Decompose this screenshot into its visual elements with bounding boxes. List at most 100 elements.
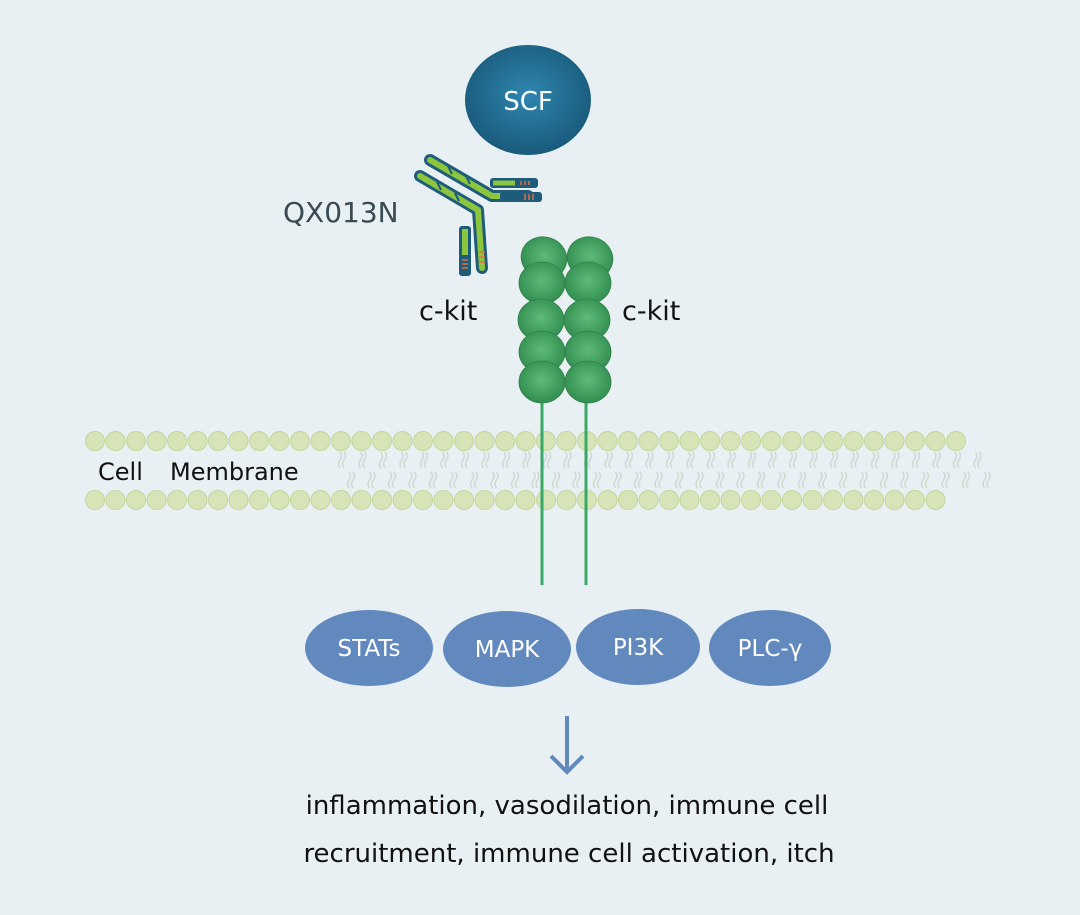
scf-label: SCF [503,87,553,117]
signaling-node-pi3k: PI3K [576,609,700,685]
lipid-head [392,490,413,510]
c-kit-left-chain [517,236,568,404]
lipid-head [761,431,782,451]
lipid-head [290,490,310,510]
signaling-node-mapk: MAPK [443,611,571,687]
lipid-tail [706,451,725,489]
lipid-tail [563,451,581,489]
lipid-head [741,431,761,451]
lipid-head [331,490,351,510]
cell-membrane [85,431,991,510]
lipid-tail [911,451,930,489]
lipid-tail [850,451,868,489]
lipid-head [843,431,864,451]
lipid-head [167,490,187,510]
lipid-head [864,490,884,510]
lipid-head [761,490,782,510]
lipid-head [392,431,413,451]
lipid-tail [973,451,991,489]
lipid-head [351,490,372,510]
lipid-head [864,431,884,451]
lipid-tail [952,451,971,489]
node-label: PLC-γ [738,636,803,662]
lipid-tail [686,451,704,489]
receptor-domain [564,261,612,305]
lipid-tail [932,451,950,489]
lipid-head [187,431,208,451]
lipid-head [269,431,290,451]
lipid-tail [788,451,807,489]
lipid-tail [481,451,499,489]
lipid-head [905,490,925,510]
receptor-domain [518,261,566,305]
c-kit-label-right: c-kit [622,296,680,327]
lipid-head [495,490,515,510]
lipid-head [618,490,638,510]
membrane-label-cell: Cell [98,458,143,486]
lipid-head [495,431,515,451]
c-kit-label-left: c-kit [419,296,477,327]
lipid-head [536,431,556,451]
lipid-head [905,431,925,451]
node-label: STATs [337,636,400,662]
receptor-domain [564,360,612,404]
lipid-head [515,431,536,451]
signaling-node-stats: STATs [305,610,433,686]
lipid-head [310,490,331,510]
lipid-head [679,490,700,510]
lipid-head [433,431,454,451]
lipid-head [638,431,659,451]
lipid-tail [747,451,766,489]
lipid-head [249,431,269,451]
lipid-head [228,431,249,451]
lipid-head [126,431,146,451]
lipid-head [310,431,331,451]
lipid-head [187,490,208,510]
lipid-head [413,490,433,510]
lipid-head [802,431,823,451]
lipid-tail [460,451,479,489]
lipid-tail [378,451,397,489]
lipid-tail [624,451,643,489]
outcome-line-1: inflammation, vasodilation, immune cell [306,791,829,821]
lipid-head [331,431,351,451]
lipid-head [802,490,823,510]
signaling-node-plc: PLC-γ [709,610,831,686]
lipid-head [228,490,249,510]
lipid-tail [337,451,356,489]
lipid-tail [829,451,848,489]
lipid-head [925,490,946,510]
outcome-line-2: recruitment, immune cell activation, itc… [303,839,834,869]
lipid-head [85,490,105,510]
lipid-tail [399,451,417,489]
lipid-tail [440,451,458,489]
node-shape [709,610,831,686]
lipid-head [638,490,659,510]
lipid-tail [665,451,684,489]
lipid-head [823,431,843,451]
lipid-tail [542,451,561,489]
lipid-head [782,431,802,451]
lipid-head [167,431,187,451]
lipid-head [126,490,146,510]
lipid-head [85,431,105,451]
antibody-label: QX013N [283,196,399,229]
lipid-head [782,490,802,510]
lipid-head [413,431,433,451]
lipid-head [659,431,679,451]
lipid-head [372,431,392,451]
node-label: MAPK [475,637,540,663]
node-shape [576,609,700,685]
lipid-head [474,490,495,510]
lipid-head [290,431,310,451]
lipid-head [454,490,474,510]
node-label: PI3K [613,635,664,661]
signaling-nodes: STATs MAPK PI3K PLC-γ [305,609,831,687]
receptor-domain [518,360,566,404]
lipid-tail [768,451,786,489]
lipid-head [249,490,269,510]
lipid-head [618,431,638,451]
lipid-head [741,490,761,510]
lipid-tail [727,451,745,489]
lipid-tail [645,451,663,489]
